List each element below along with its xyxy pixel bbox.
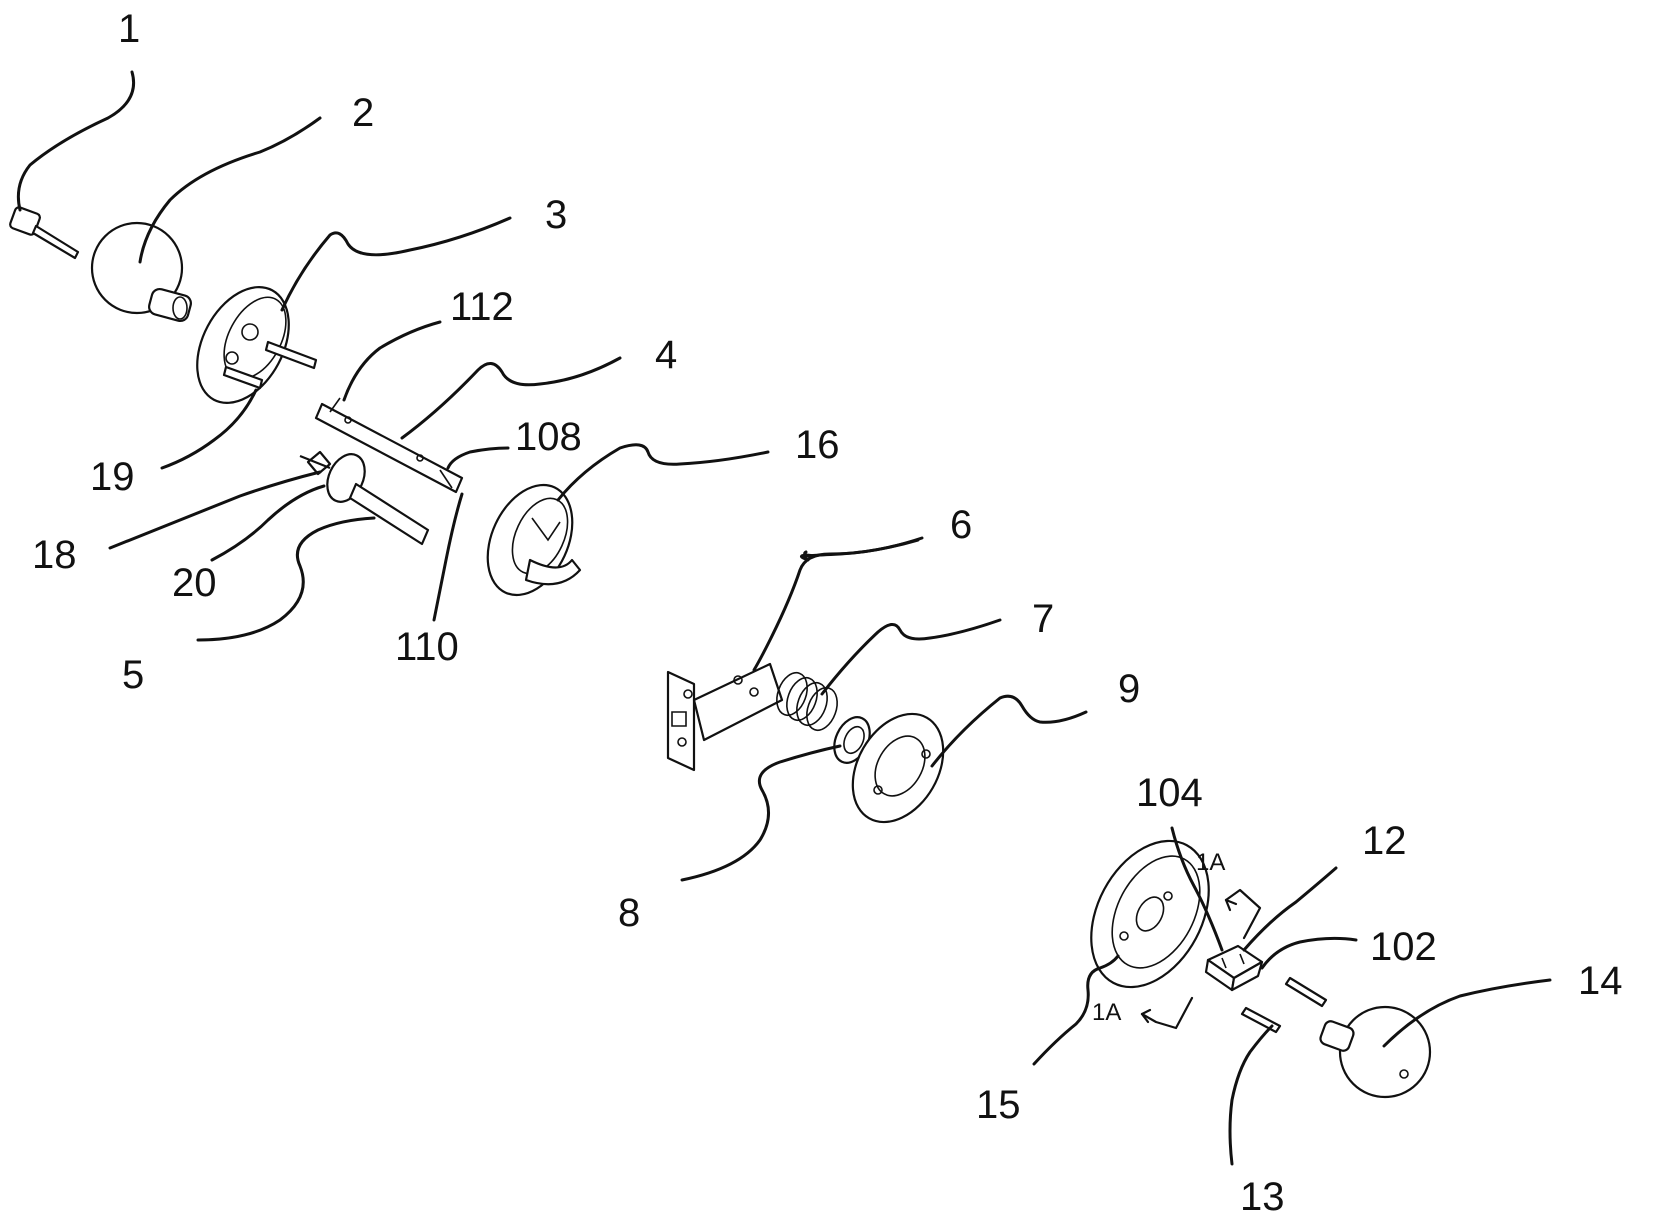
part-12-cylinder <box>1206 946 1262 990</box>
section-marker-top <box>1226 890 1260 938</box>
leader-19 <box>162 390 256 468</box>
label-7: 7 <box>1032 597 1054 641</box>
leader-102 <box>1262 938 1356 968</box>
part-7-spring <box>771 669 842 735</box>
label-112: 112 <box>450 285 514 329</box>
label-6: 6 <box>950 503 972 547</box>
label-15: 15 <box>976 1083 1021 1127</box>
label-5: 5 <box>122 653 144 697</box>
label-14: 14 <box>1578 959 1623 1003</box>
leader-4 <box>402 358 620 438</box>
leader-8 <box>682 746 840 880</box>
leader-7 <box>822 620 1000 694</box>
label-section-top: 1A <box>1196 849 1225 876</box>
part-102-pin <box>1286 978 1326 1006</box>
part-13-screw <box>1242 1008 1280 1032</box>
label-section-bottom: 1A <box>1092 999 1121 1026</box>
leader-20 <box>212 486 324 560</box>
leader-16 <box>558 445 768 500</box>
section-marker-bottom <box>1142 998 1192 1028</box>
label-9: 9 <box>1118 667 1140 711</box>
label-108: 108 <box>515 415 582 459</box>
part-2-knob <box>92 223 193 323</box>
label-2: 2 <box>352 91 374 135</box>
leader-1 <box>18 72 133 210</box>
label-16: 16 <box>795 423 840 467</box>
label-12: 12 <box>1362 819 1407 863</box>
label-13: 13 <box>1240 1175 1285 1219</box>
label-110: 110 <box>395 625 459 669</box>
leader-6 <box>801 538 922 560</box>
label-104: 104 <box>1136 771 1203 815</box>
leader-13 <box>1230 1026 1272 1164</box>
label-102: 102 <box>1370 925 1437 969</box>
part-1-screw <box>9 206 78 258</box>
leader-108 <box>448 448 508 468</box>
label-1: 1 <box>118 7 140 51</box>
label-3: 3 <box>545 193 567 237</box>
label-20: 20 <box>172 561 217 605</box>
part-16-housing <box>471 471 589 608</box>
label-18: 18 <box>32 533 77 577</box>
leader-112 <box>344 322 440 400</box>
leader-9 <box>932 696 1086 766</box>
leader-5 <box>198 518 374 640</box>
leader-110 <box>434 494 462 620</box>
label-4: 4 <box>655 333 677 377</box>
leader-6-tail <box>754 540 918 670</box>
part-3-mounting-plate <box>179 271 316 418</box>
label-8: 8 <box>618 891 640 935</box>
label-19: 19 <box>90 455 135 499</box>
leader-18 <box>110 472 320 548</box>
part-6-latch-assembly <box>668 664 782 770</box>
